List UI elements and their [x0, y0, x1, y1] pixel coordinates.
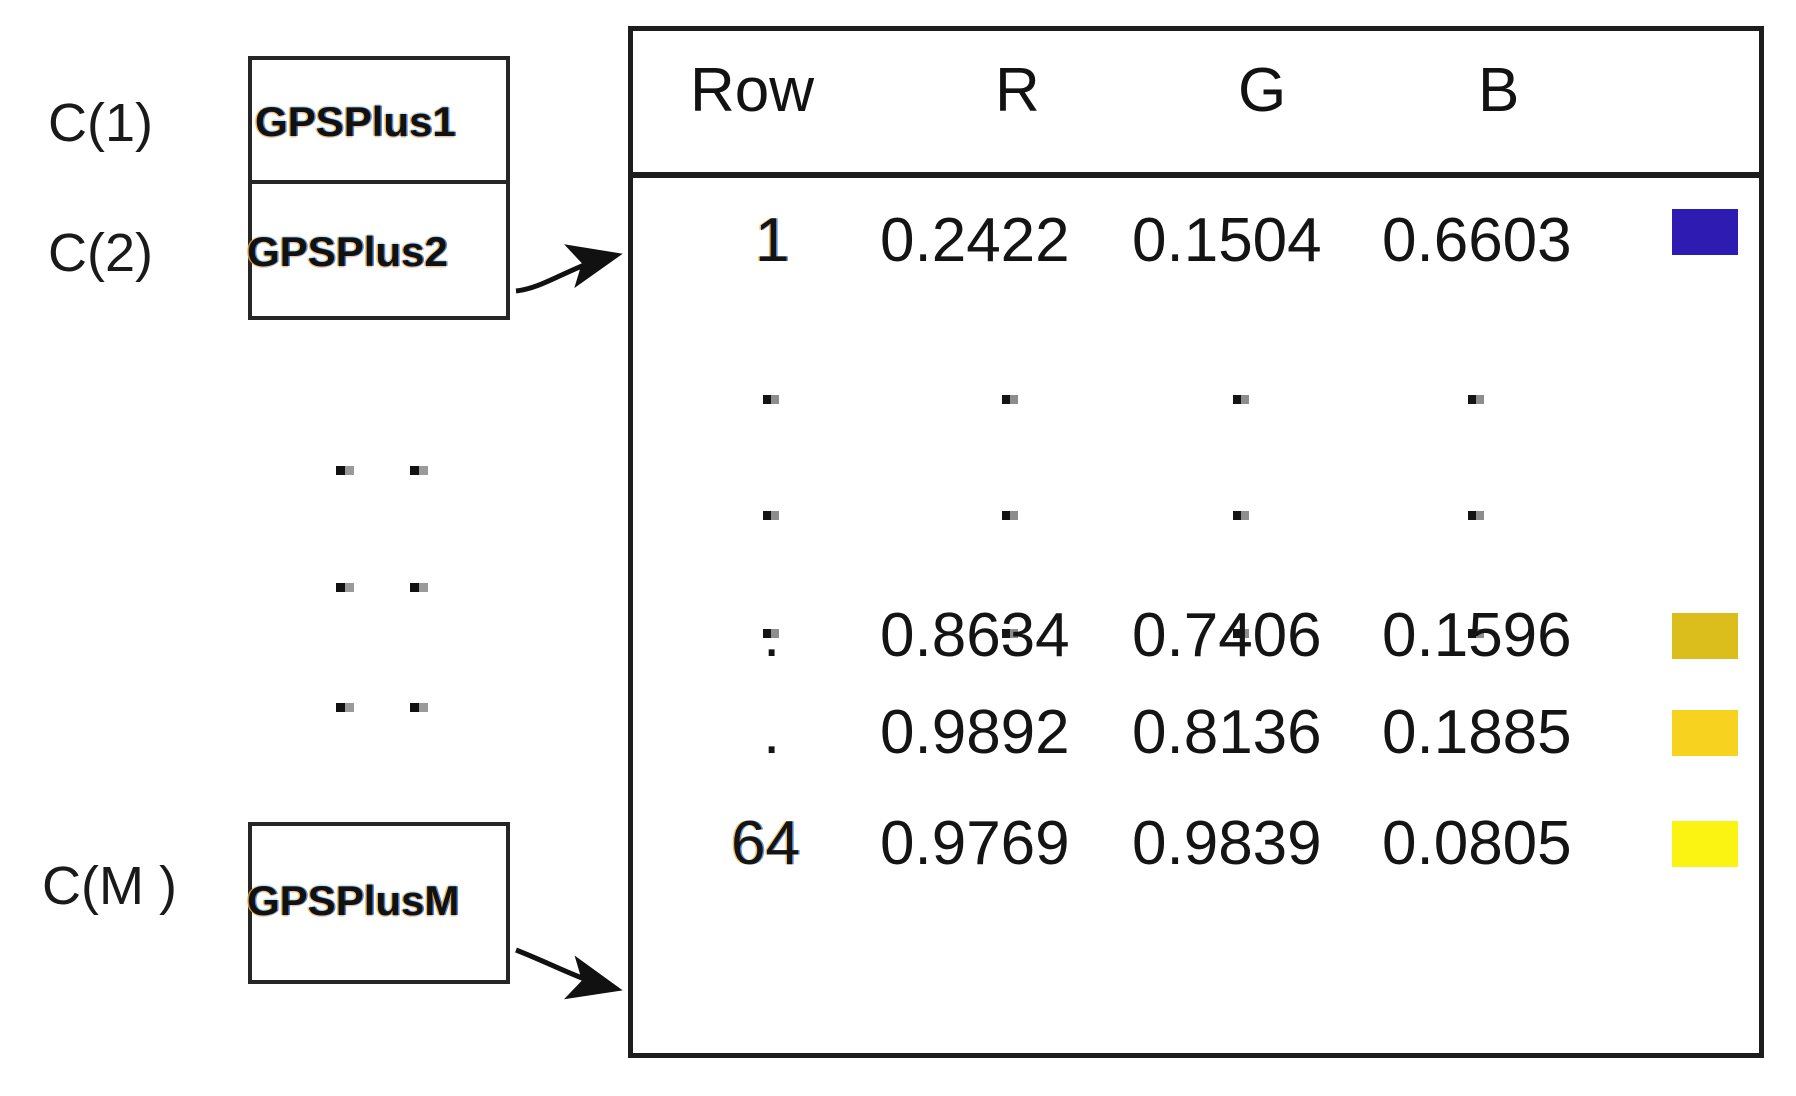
cell-row-number: 1 — [755, 206, 790, 275]
cell-label-gpsplus2: GPSPlus2 — [247, 228, 448, 275]
table-ellipsis-dot — [1233, 395, 1241, 404]
cell-label-gpsplusm: GPSPlusM — [247, 877, 460, 924]
colormap-table — [628, 26, 1764, 1058]
table-ellipsis-dot — [1002, 511, 1010, 520]
cell-row-number: . — [763, 698, 781, 767]
color-swatch-amber — [1672, 710, 1738, 756]
cell-g-value: 0.9839 — [1132, 809, 1322, 878]
arrow-cell2-to-row1 — [515, 244, 623, 294]
table-ellipsis-dot — [1468, 511, 1476, 520]
column-header-row: Row — [690, 56, 815, 125]
cell-r-value: 0.2422 — [880, 206, 1070, 275]
table-ellipsis-dot — [763, 395, 771, 404]
cell-r-value: 0.9892 — [880, 698, 1070, 767]
ellipsis-dot — [410, 703, 419, 712]
cell-row-number: . — [763, 601, 781, 670]
c-label-1: C(1) — [48, 93, 153, 153]
ellipsis-dot — [336, 703, 345, 712]
cell-box-gpsplus1[interactable] — [248, 56, 510, 184]
table-ellipsis-dot — [1233, 511, 1241, 520]
table-ellipsis-dot — [1468, 629, 1476, 638]
table-ellipsis-dot — [763, 629, 771, 638]
cell-box-gpsplusm[interactable] — [248, 822, 510, 984]
column-header-g: G — [1238, 56, 1287, 125]
ellipsis-dot — [410, 583, 419, 592]
cell-g-value: 0.8136 — [1132, 698, 1322, 767]
cell-b-value: 0.0805 — [1382, 809, 1572, 878]
cell-b-value: 0.1885 — [1382, 698, 1572, 767]
cell-box-gpsplus2[interactable] — [248, 184, 510, 320]
cell-label-gpsplus1: GPSPlus1 — [255, 98, 456, 145]
ellipsis-dot — [410, 466, 419, 475]
color-swatch-yellow — [1672, 821, 1738, 867]
table-ellipsis-dot — [1233, 629, 1241, 638]
cell-g-value: 0.1504 — [1132, 206, 1322, 275]
ellipsis-dot — [336, 583, 345, 592]
column-header-b: B — [1478, 56, 1520, 125]
c-label-m: C(M ) — [42, 856, 177, 916]
column-header-r: R — [995, 56, 1040, 125]
cell-row-number: 64 — [731, 809, 800, 878]
color-swatch-gold — [1672, 613, 1738, 659]
arrow-cellm-to-row64 — [515, 947, 623, 1000]
cell-r-value: 0.8634 — [880, 601, 1070, 670]
table-ellipsis-dot — [763, 511, 771, 520]
cell-g-value: 0.7406 — [1132, 601, 1322, 670]
table-ellipsis-dot — [1002, 395, 1010, 404]
cell-b-value: 0.6603 — [1382, 206, 1572, 275]
table-ellipsis-dot — [1002, 629, 1010, 638]
table-header-divider — [628, 172, 1764, 178]
table-ellipsis-dot — [1468, 395, 1476, 404]
cell-r-value: 0.9769 — [880, 809, 1070, 878]
color-swatch-row1 — [1672, 209, 1738, 255]
c-label-2: C(2) — [48, 223, 153, 283]
cell-b-value: 0.1596 — [1382, 601, 1572, 670]
ellipsis-dot — [336, 466, 345, 475]
